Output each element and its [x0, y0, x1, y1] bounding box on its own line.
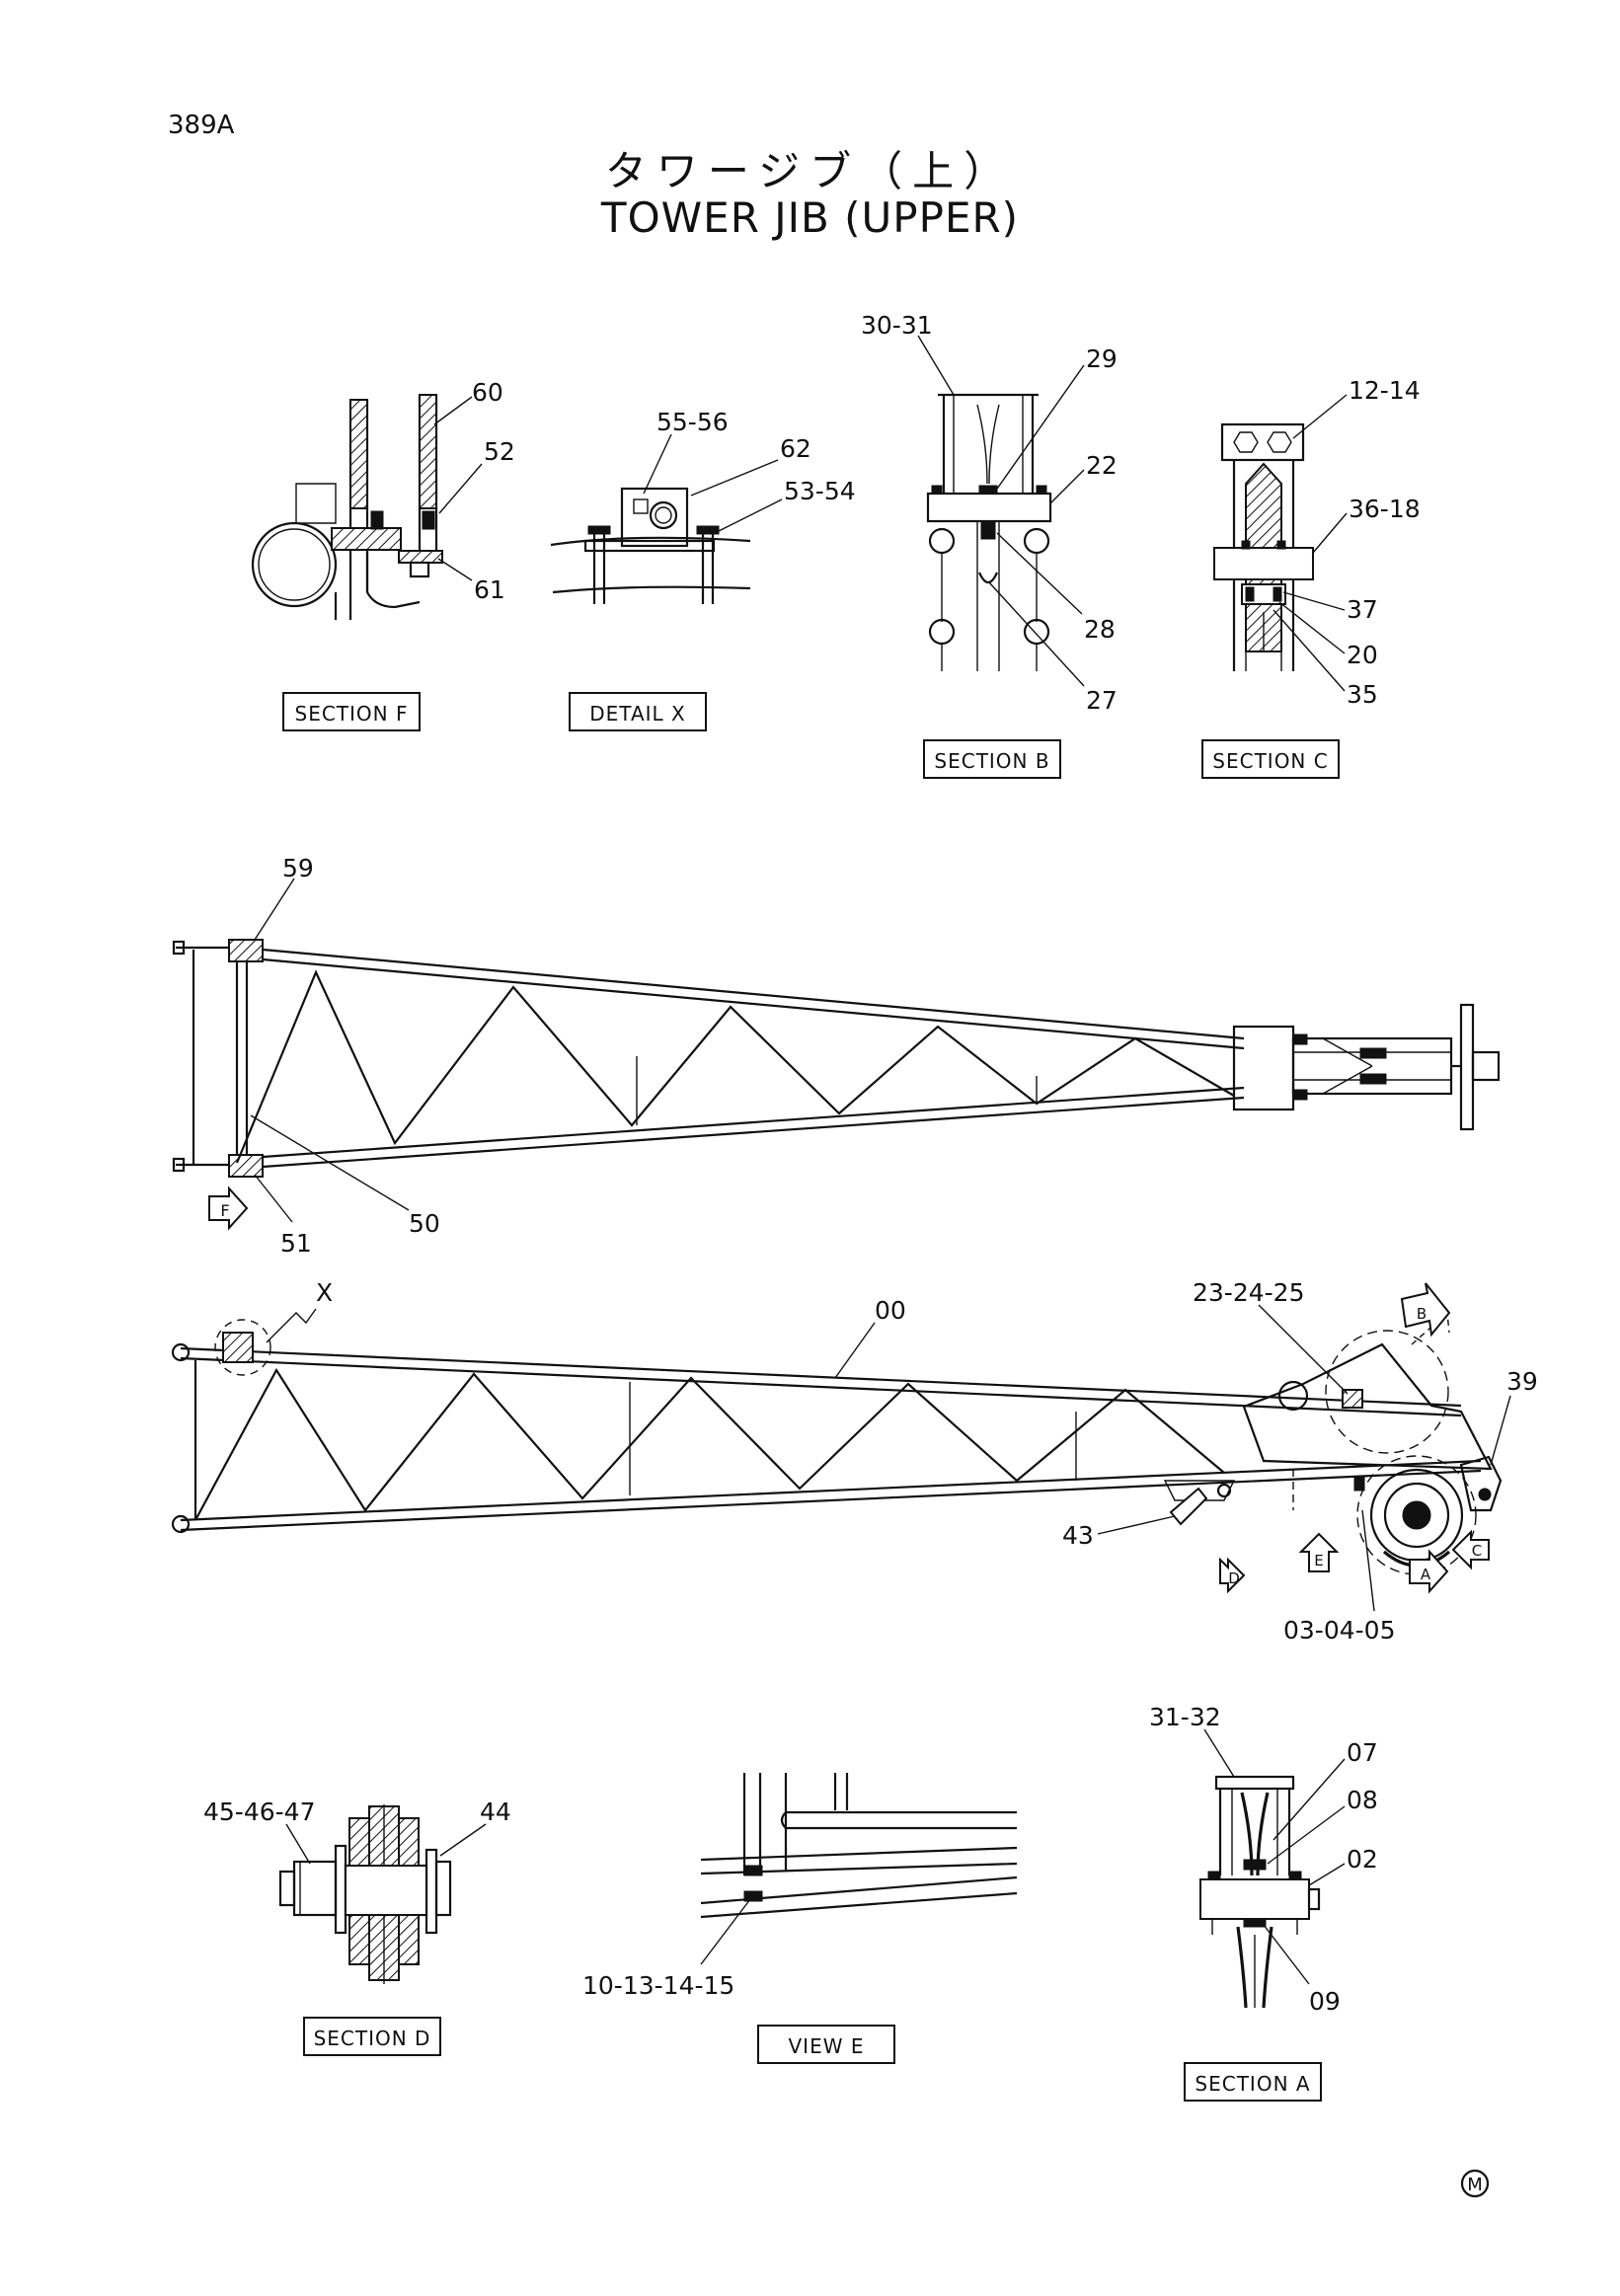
callout-label: 51: [280, 1229, 312, 1258]
caption-detail-x: DETAIL X: [589, 702, 685, 726]
view-e-callouts: 10-13-14-15: [582, 1898, 751, 2000]
callout-label: 44: [480, 1798, 511, 1826]
callout-label: 20: [1347, 641, 1378, 669]
callout-label: 45-46-47: [203, 1798, 315, 1826]
callout-label: 36-18: [1349, 495, 1421, 523]
callout-label: 27: [1086, 686, 1118, 715]
view-marker-f: F: [208, 1186, 249, 1231]
view-marker-c: C: [1451, 1529, 1490, 1570]
view-marker-letter: B: [1417, 1305, 1427, 1323]
jib-top-view: [172, 939, 1501, 1178]
section-a-drawing: [1199, 1775, 1321, 2009]
callout-label: 31-32: [1149, 1703, 1221, 1731]
callout-label: 39: [1506, 1367, 1538, 1396]
view-marker-d: D: [1219, 1557, 1246, 1594]
callout-label: 50: [409, 1209, 440, 1238]
section-b-drawing: [926, 393, 1052, 671]
callout-label: 29: [1086, 344, 1118, 373]
section-d-callouts: 45-46-47 44: [203, 1798, 511, 1865]
callout-label: 55-56: [656, 408, 729, 436]
section-a-caption: SECTION A: [1184, 2062, 1322, 2102]
callout-label: 00: [875, 1296, 906, 1325]
detail-x-drawing: [550, 487, 751, 604]
callout-label: 07: [1347, 1738, 1378, 1767]
view-marker-letter: E: [1314, 1552, 1323, 1569]
callout-label: 35: [1347, 680, 1378, 709]
section-a-callouts: 31-32 07 08 02 09: [1149, 1703, 1378, 2016]
callout-label: 62: [780, 434, 811, 463]
page-title-japanese: タワージブ（上）: [604, 147, 1016, 195]
section-d-drawing: [278, 1804, 452, 1984]
section-c-drawing: [1213, 422, 1314, 671]
footer-m-mark: M: [1460, 2169, 1490, 2198]
caption-view-e: VIEW E: [789, 2034, 865, 2058]
view-marker-a: A: [1409, 1549, 1449, 1594]
caption-section-f: SECTION F: [295, 702, 409, 726]
caption-section-b: SECTION B: [934, 749, 1049, 773]
section-b-callouts: 30-31 29 22 28 27: [861, 311, 1118, 715]
callout-label: 61: [474, 575, 505, 604]
section-d-caption: SECTION D: [303, 2017, 441, 2056]
section-f-callouts: 60 52 61: [433, 378, 515, 604]
callout-label: 60: [472, 378, 503, 407]
caption-section-c: SECTION C: [1212, 749, 1328, 773]
callout-label: 10-13-14-15: [582, 1971, 734, 2000]
callout-label: 03-04-05: [1283, 1616, 1395, 1645]
callout-label: 53-54: [784, 477, 856, 505]
callout-label: 59: [282, 854, 314, 882]
callout-label: 52: [484, 437, 515, 466]
callout-label: 37: [1347, 595, 1378, 624]
page-title-english: TOWER JIB (UPPER): [600, 193, 1020, 242]
page-number: 389A: [168, 111, 235, 140]
detail-x-callouts: 55-56 62 53-54: [643, 408, 856, 534]
callout-label: 09: [1309, 1987, 1341, 2016]
jib-top-view-callouts: 59 51 50: [250, 854, 440, 1258]
callout-label: 12-14: [1349, 376, 1421, 405]
view-marker-letter: A: [1421, 1566, 1431, 1583]
view-marker-e: E: [1298, 1532, 1340, 1572]
jib-side-view-callouts: X 00 23-24-25 39 43 03-04-05: [316, 1278, 1538, 1645]
callout-label: X: [316, 1278, 333, 1307]
jib-side-view: [171, 1308, 1503, 1575]
callout-label: 22: [1086, 451, 1118, 480]
view-marker-letter: C: [1472, 1542, 1482, 1560]
callout-label: 23-24-25: [1193, 1278, 1304, 1307]
callout-label: 08: [1347, 1786, 1378, 1814]
section-f-drawing: [251, 394, 443, 620]
view-marker-letter: D: [1228, 1569, 1240, 1587]
view-marker-letter: F: [220, 1201, 229, 1220]
detail-x-caption: DETAIL X: [569, 692, 707, 731]
callout-label: 28: [1084, 615, 1116, 644]
section-c-caption: SECTION C: [1201, 739, 1340, 779]
view-e-caption: VIEW E: [757, 2025, 895, 2064]
callout-label: 30-31: [861, 311, 933, 340]
footer-mark-letter: M: [1467, 2175, 1483, 2195]
section-c-callouts: 12-14 36-18 37 20 35: [1273, 376, 1421, 709]
view-marker-b: B: [1400, 1282, 1451, 1338]
caption-section-a: SECTION A: [1195, 2072, 1310, 2096]
section-b-caption: SECTION B: [923, 739, 1061, 779]
callout-label: 43: [1062, 1521, 1094, 1550]
caption-section-d: SECTION D: [314, 2027, 431, 2050]
section-f-caption: SECTION F: [282, 692, 421, 731]
callout-label: 02: [1347, 1845, 1378, 1874]
view-e-drawing: [700, 1773, 1018, 1919]
